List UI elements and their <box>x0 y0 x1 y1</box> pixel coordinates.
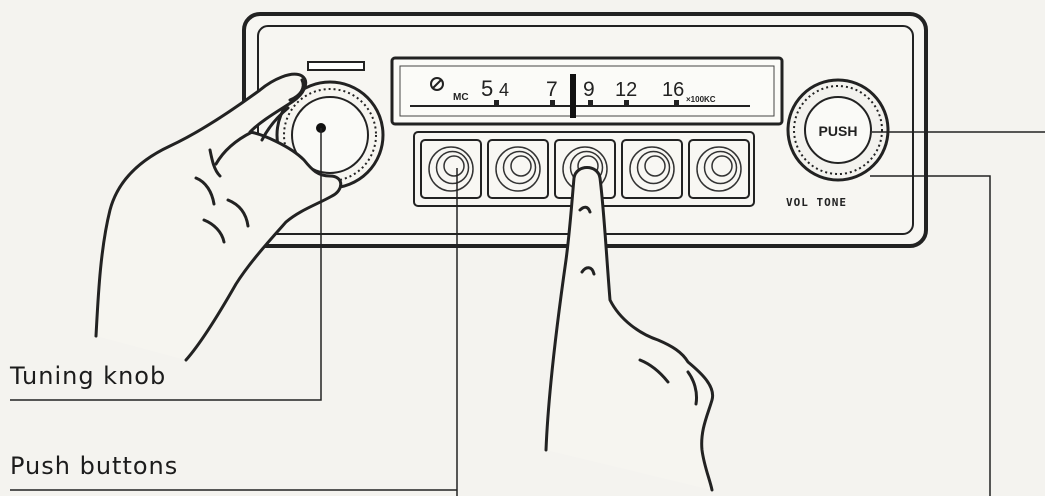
dial-scale-12: 12 <box>615 79 637 101</box>
push-button-2[interactable] <box>488 140 548 198</box>
tuning-dial: MC 5 4 7 9 12 16 ×100KC <box>392 58 782 124</box>
dial-pointer <box>570 74 576 118</box>
push-knob-label: PUSH <box>819 123 858 139</box>
push-button-1[interactable] <box>421 140 481 198</box>
tuning-knob-label: Tuning knob <box>10 362 166 390</box>
dial-unit-label: ×100KC <box>686 95 716 104</box>
vol-tone-knob[interactable]: PUSH <box>788 80 888 180</box>
dial-tick <box>674 100 679 107</box>
dial-scale-4: 4 <box>499 80 509 100</box>
vol-tone-label: VOL TONE <box>786 196 847 209</box>
push-buttons-label: Push buttons <box>10 452 178 480</box>
indicator-slot <box>308 62 364 70</box>
push-button-5[interactable] <box>689 140 749 198</box>
dial-tick <box>588 100 593 107</box>
dial-scale-9: 9 <box>583 78 595 101</box>
dial-band-label: MC <box>453 92 469 103</box>
dial-tick <box>494 100 499 107</box>
dial-scale-16: 16 <box>662 79 684 101</box>
push-button-4[interactable] <box>622 140 682 198</box>
dial-tick <box>624 100 629 107</box>
dial-scale-7: 7 <box>546 78 558 101</box>
dial-tick <box>550 100 555 107</box>
dial-scale-5: 5 <box>481 76 493 101</box>
